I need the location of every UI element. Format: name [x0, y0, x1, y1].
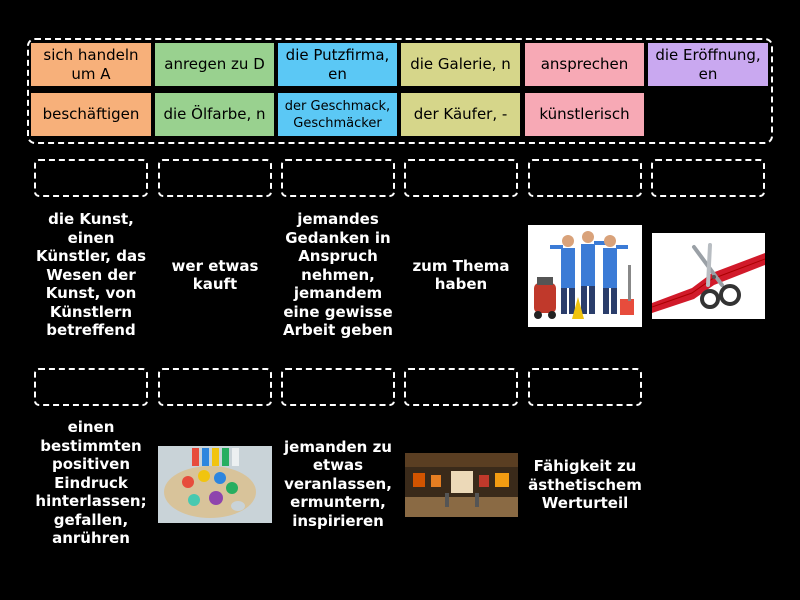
clue-text: die Kunst, einen Künstler, das Wesen der… [35, 210, 147, 340]
gallery-hall-image [405, 453, 518, 517]
clue-text: jemanden zu etwas veranlassen, ermuntern… [284, 437, 392, 530]
cleaning-crew-image [528, 225, 642, 327]
drop-slot[interactable] [404, 368, 518, 406]
tile-kuenstlerisch[interactable]: künstlerisch [525, 93, 644, 136]
drop-slot[interactable] [404, 159, 518, 197]
drop-slot[interactable] [34, 368, 148, 406]
tile-kaeufer[interactable]: der Käufer, - [401, 93, 520, 136]
drop-slot[interactable] [528, 159, 642, 197]
tile-ansprechen[interactable]: ansprechen [525, 43, 644, 86]
tile-eroeffnung[interactable]: die Eröffnung, en [648, 43, 768, 86]
drop-slot[interactable] [528, 368, 642, 406]
clue-text: wer etwas kauft [171, 256, 259, 294]
clue-text: einen bestimmten positiven Eindruck hint… [35, 418, 147, 548]
drop-slot[interactable] [158, 159, 272, 197]
tile-beschaeftigen[interactable]: beschäftigen [31, 93, 151, 136]
tile-geschmack[interactable]: der Geschmack, Geschmäcker [278, 93, 397, 136]
clue-text: Fähigkeit zu ästhetischem Werturteil [528, 457, 642, 513]
clue-text: jemandes Gedanken in Anspruch nehmen, je… [283, 210, 393, 340]
drop-slot[interactable] [281, 368, 395, 406]
tile-putzfirma[interactable]: die Putzfirma, en [278, 43, 397, 86]
tile-sich-handeln[interactable]: sich handeln um A [31, 43, 151, 86]
tile-anregen[interactable]: anregen zu D [155, 43, 274, 86]
word-bank [27, 38, 773, 144]
ribbon-cutting-image [652, 233, 765, 319]
paint-palette-image [158, 446, 272, 523]
drop-slot[interactable] [281, 159, 395, 197]
drop-slot[interactable] [158, 368, 272, 406]
tile-galerie[interactable]: die Galerie, n [401, 43, 520, 86]
drop-slot[interactable] [651, 159, 765, 197]
clue-text: zum Thema haben [412, 256, 510, 294]
drop-slot[interactable] [34, 159, 148, 197]
tile-oelfarbe[interactable]: die Ölfarbe, n [155, 93, 274, 136]
